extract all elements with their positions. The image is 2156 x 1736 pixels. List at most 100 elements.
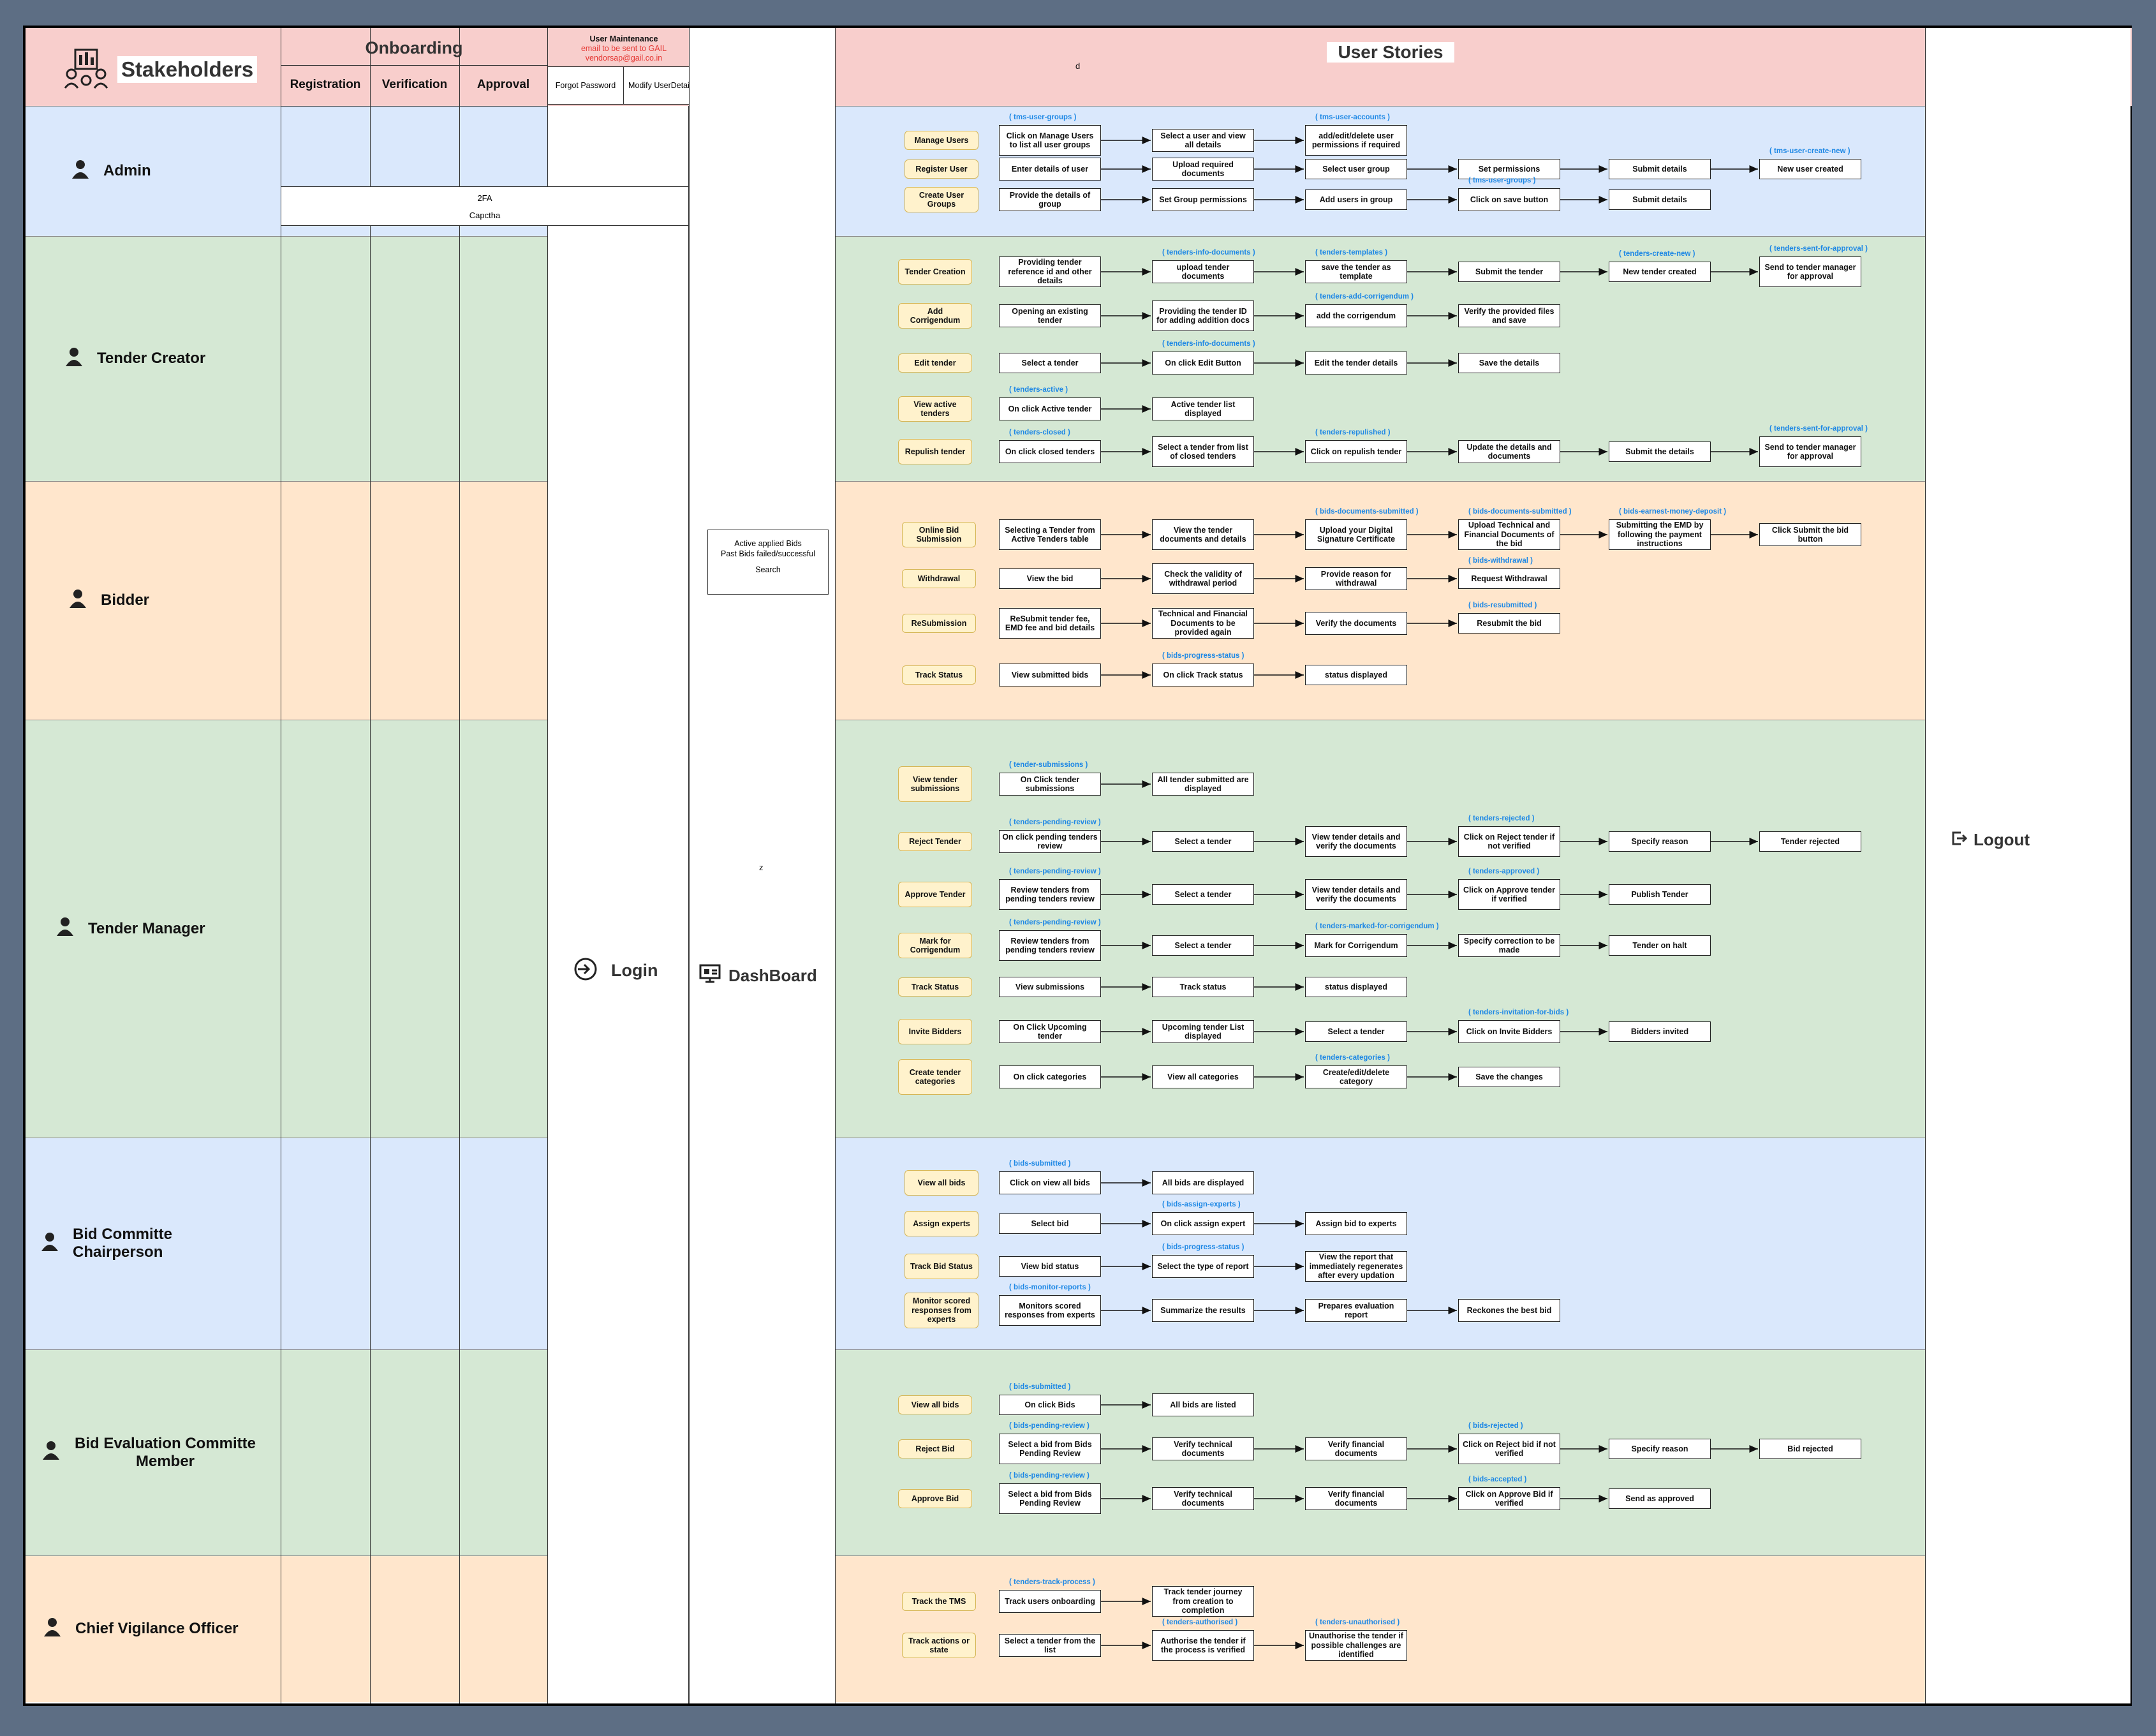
story-label[interactable]: Add Corrigendum	[898, 303, 972, 329]
story-step: Click on Manage Users to list all user g…	[999, 125, 1101, 156]
modify-user-details-label: Modify UserDetails	[628, 81, 695, 90]
story-tag: ( bids-rejected )	[1468, 1422, 1523, 1430]
story-label[interactable]: Track Status	[902, 665, 976, 685]
story-step: Review tenders from pending tenders revi…	[999, 879, 1101, 910]
story-tag: ( tms-user-accounts )	[1315, 114, 1390, 121]
story-step: Click on repulish tender	[1305, 440, 1407, 463]
story-tag: ( tenders-unauthorised )	[1315, 1619, 1400, 1626]
story-tag: ( bids-progress-status )	[1162, 652, 1244, 660]
story-tag: ( bids-withdrawal )	[1468, 557, 1533, 565]
story-label[interactable]: Invite Bidders	[898, 1019, 972, 1044]
forgot-password-box[interactable]: Forgot Password	[547, 66, 624, 105]
story-tag: ( tenders-closed )	[1009, 429, 1070, 436]
story-label[interactable]: Track Bid Status	[904, 1254, 978, 1279]
story-label[interactable]: Monitor scored responses from experts	[904, 1293, 978, 1328]
story-step: On click Track status	[1152, 664, 1254, 686]
story-step: Submit the details	[1609, 441, 1711, 462]
story-label[interactable]: Assign experts	[904, 1211, 978, 1236]
story-tag: ( tenders-approved )	[1468, 868, 1540, 875]
story-label[interactable]: Reject Bid	[898, 1439, 972, 1458]
story-step: On click Active tender	[999, 397, 1101, 420]
dashboard-past-bids: Past Bids failed/successful	[721, 549, 815, 558]
story-step: add the corrigendum	[1305, 304, 1407, 327]
story-label[interactable]: Track the TMS	[902, 1592, 976, 1611]
logout-column	[1925, 28, 2130, 1703]
story-step: View submitted bids	[999, 664, 1101, 686]
story-label[interactable]: Repulish tender	[898, 439, 972, 464]
story-step: View bid status	[999, 1256, 1101, 1277]
story-step: Reckones the best bid	[1458, 1299, 1560, 1322]
story-label[interactable]: Online Bid Submission	[902, 522, 976, 547]
story-label[interactable]: Create tender categories	[898, 1059, 972, 1095]
logout-label: Logout	[1974, 829, 2030, 849]
story-step: add/edit/delete user permissions if requ…	[1305, 125, 1407, 156]
story-label[interactable]: View all bids	[904, 1170, 978, 1196]
story-tag: ( tenders-pending-review )	[1009, 819, 1101, 826]
stakeholders-title: Stakeholders	[117, 56, 258, 83]
story-label[interactable]: Withdrawal	[902, 569, 976, 588]
story-step: Save the details	[1458, 353, 1560, 373]
story-step: Publish Tender	[1609, 884, 1711, 905]
story-label[interactable]: Approve Tender	[898, 882, 972, 907]
story-step: Active tender list displayed	[1152, 397, 1254, 420]
story-step: Providing the tender ID for adding addit…	[1152, 300, 1254, 331]
story-step: Select a tender	[999, 353, 1101, 373]
story-label[interactable]: Mark for Corrigendum	[898, 933, 972, 958]
story-label[interactable]: Track Status	[898, 977, 972, 997]
grid-line	[459, 28, 460, 1703]
story-label[interactable]: Manage Users	[904, 131, 978, 150]
story-label[interactable]: Track actions or state	[902, 1633, 976, 1658]
story-label[interactable]: Edit tender	[898, 353, 972, 373]
story-label[interactable]: Approve Bid	[898, 1489, 972, 1508]
modify-user-details-box[interactable]: Modify UserDetails	[623, 66, 700, 105]
story-step: Verify the documents	[1305, 612, 1407, 635]
story-tag: ( tenders-invitation-for-bids )	[1468, 1009, 1569, 1016]
story-label[interactable]: View tender submissions	[898, 766, 972, 802]
role-band	[26, 1349, 1925, 1555]
login-button[interactable]: Login	[573, 956, 658, 985]
twofa-box: 2FA Capctha	[281, 186, 689, 226]
story-step: On Click Upcoming tender	[999, 1020, 1101, 1043]
dashboard-search[interactable]: Search	[755, 565, 781, 575]
stakeholders-header: Stakeholders	[64, 46, 258, 93]
story-step: Click on Approve Bid if verified	[1458, 1487, 1560, 1510]
login-column	[547, 106, 689, 1703]
story-label[interactable]: Create User Groups	[904, 187, 978, 212]
story-tag: ( tms-user-groups )	[1009, 114, 1077, 121]
committee-member-icon	[40, 1439, 63, 1466]
story-tag: ( bids-submitted )	[1009, 1383, 1071, 1391]
column-verification: Verification	[381, 78, 448, 91]
story-label[interactable]: View active tenders	[898, 396, 972, 422]
story-step: On click Bids	[999, 1395, 1101, 1415]
story-step: Assign bid to experts	[1305, 1212, 1407, 1235]
role-admin: Admin	[69, 152, 286, 190]
role-name: Tender Creator	[97, 350, 206, 367]
dashboard-button[interactable]: DashBoard	[699, 962, 817, 989]
story-step: View submissions	[999, 977, 1101, 997]
chairperson-icon	[38, 1230, 61, 1257]
story-step: Select a bid from Bids Pending Review	[999, 1483, 1101, 1514]
story-tag: ( bids-progress-status )	[1162, 1243, 1244, 1251]
story-label[interactable]: Reject Tender	[898, 832, 972, 851]
story-step: Click on Approve tender if verified	[1458, 879, 1560, 910]
story-tag: ( tenders-rejected )	[1468, 815, 1535, 822]
story-step: Select a tender	[1152, 935, 1254, 956]
story-step: Select a bid from Bids Pending Review	[999, 1434, 1101, 1464]
story-tag: ( bids-pending-review )	[1009, 1422, 1089, 1430]
story-step: Specify reason	[1609, 831, 1711, 852]
story-step: View all categories	[1152, 1065, 1254, 1088]
story-tag: ( bids-pending-review )	[1009, 1472, 1089, 1480]
story-label[interactable]: View all bids	[898, 1395, 972, 1414]
user-maintenance-title: User Maintenance	[589, 34, 658, 43]
story-tag: ( tenders-info-documents )	[1162, 249, 1255, 256]
story-label[interactable]: Register User	[904, 160, 978, 179]
story-label[interactable]: Tender Creation	[898, 259, 972, 285]
story-step: Unauthorise the tender if possible chall…	[1305, 1630, 1407, 1661]
role-band	[26, 236, 1925, 481]
logout-button[interactable]: Logout	[1951, 827, 2030, 852]
onboarding-header: Onboarding	[365, 38, 463, 57]
twofa-label: 2FA	[477, 193, 492, 203]
story-tag: ( bids-assign-experts )	[1162, 1201, 1241, 1208]
story-step: New tender created	[1609, 262, 1711, 282]
story-label[interactable]: ReSubmission	[902, 614, 976, 633]
